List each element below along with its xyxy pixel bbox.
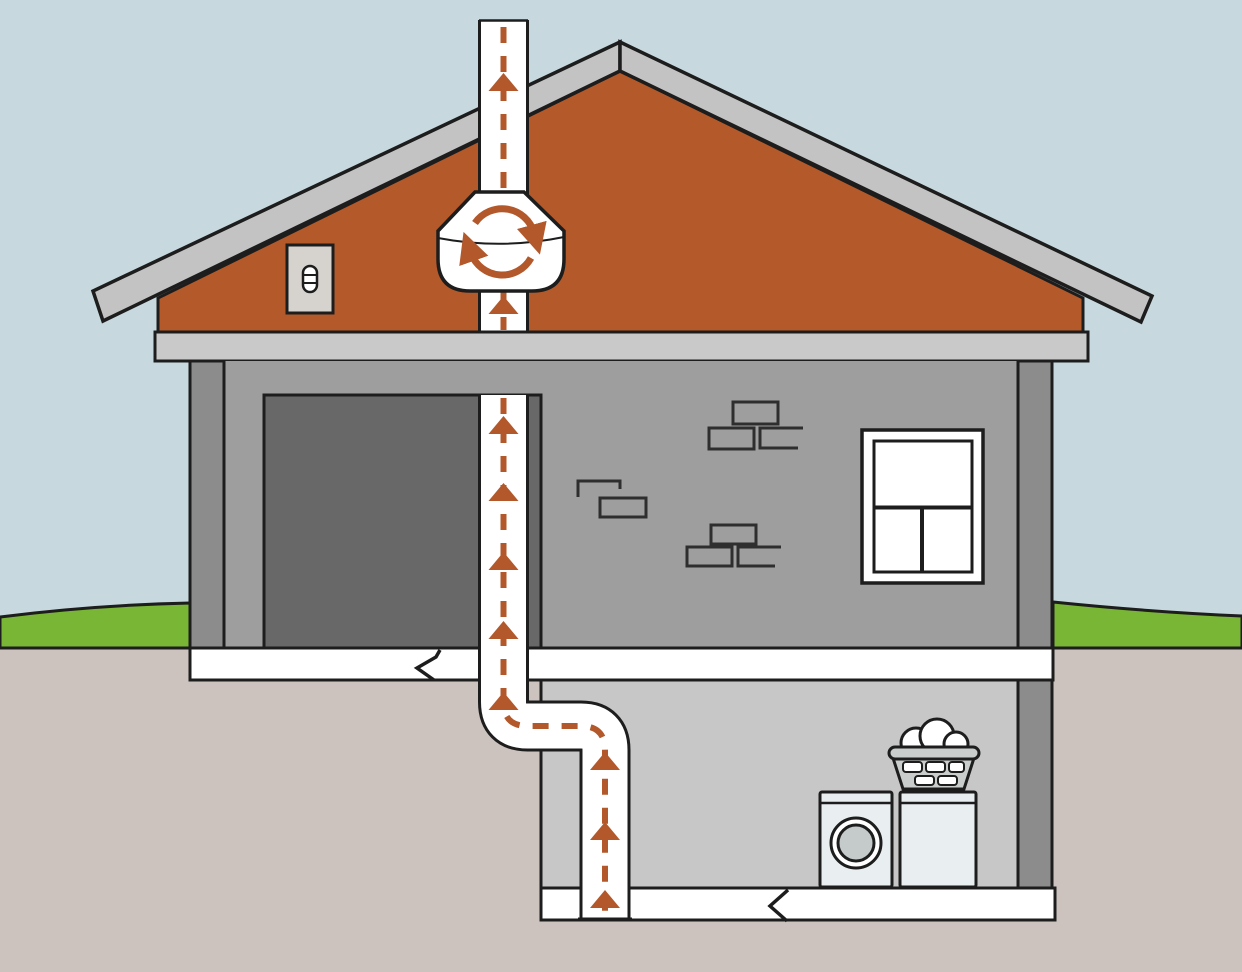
wall-bricks	[576, 400, 803, 568]
airflow-arrow	[590, 890, 620, 908]
fan-seam	[437, 236, 565, 245]
fan-housing	[436, 190, 566, 293]
slab-crack	[767, 888, 790, 923]
airflow-arrow	[488, 73, 519, 91]
exterior-wall-right	[1016, 359, 1054, 651]
first-floor-slab	[188, 646, 1055, 682]
airflow-arrow	[488, 552, 519, 570]
outlet-socket	[301, 264, 319, 294]
roof-plank-right	[618, 39, 1155, 325]
exterior-wall-left	[188, 359, 226, 651]
airflow-arrow	[590, 822, 620, 840]
electrical-outlet	[285, 243, 335, 315]
floor-crack	[413, 649, 442, 682]
inline-fan	[436, 190, 566, 293]
airflow-arrow	[488, 692, 519, 710]
airflow-arrow	[488, 416, 519, 434]
laundry-area	[818, 717, 981, 889]
basket-rim	[887, 745, 981, 761]
eave-band	[153, 330, 1090, 363]
vent-pipe-run	[478, 395, 632, 921]
airflow-arrow	[488, 483, 519, 501]
airflow-arrow	[590, 752, 620, 770]
airflow-arrow	[488, 296, 519, 314]
fan-rotation-icon	[459, 205, 547, 279]
dryer	[898, 790, 978, 889]
airflow-arrow	[488, 621, 519, 639]
basement-wall-right	[1016, 678, 1054, 891]
window	[860, 428, 985, 585]
